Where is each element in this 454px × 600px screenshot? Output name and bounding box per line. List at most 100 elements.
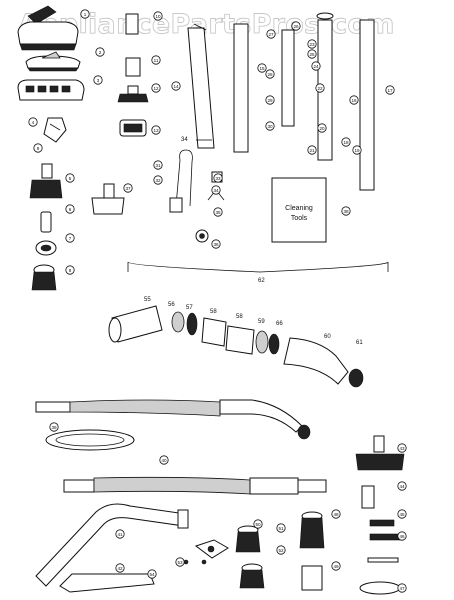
callout-bubble xyxy=(265,95,275,105)
callout-35: 35 xyxy=(213,207,223,217)
floor-tool xyxy=(25,51,81,72)
callout-number: 6 xyxy=(69,207,72,212)
callout-number: 40 xyxy=(161,458,167,463)
callout-bubble xyxy=(211,185,221,195)
callout-41: 41 xyxy=(115,529,125,539)
callout-number: 25 xyxy=(309,52,315,57)
callout-bubble xyxy=(352,145,362,155)
clip-set xyxy=(195,171,225,243)
callout-bubble xyxy=(331,561,341,571)
callout-bubble xyxy=(151,83,161,93)
callout-34: 34 xyxy=(211,185,221,195)
callout-number: 50 xyxy=(255,522,261,527)
callout-number: 30 xyxy=(267,124,273,129)
callout-number: 41 xyxy=(117,532,123,537)
bag-label-line2: Tools xyxy=(291,215,308,222)
callout-44: 44 xyxy=(397,481,407,491)
callout-bubble xyxy=(115,563,125,573)
callout-bubble xyxy=(253,519,263,529)
dust-brush xyxy=(29,163,63,199)
callout-number: 51 xyxy=(278,526,284,531)
brush-strip xyxy=(17,79,85,101)
callout-bubble xyxy=(151,125,161,135)
callout-bubble xyxy=(153,175,163,185)
wand-segment-29 xyxy=(281,29,295,127)
round-brush xyxy=(31,264,57,291)
right-column-brushes xyxy=(299,435,405,595)
callout-53: 53 xyxy=(175,557,185,567)
callout-bubble xyxy=(65,233,75,243)
callout-number: 18 xyxy=(343,140,349,145)
callout-bubble xyxy=(175,557,185,567)
hose-part-labels: 55 56 57 58 58 59 66 60 61 xyxy=(144,297,363,346)
callout-bubble xyxy=(159,455,169,465)
callout-18: 18 xyxy=(341,137,351,147)
crevice-tool-41 xyxy=(59,573,155,593)
hose-label-56: 56 xyxy=(168,302,175,308)
callout-number: 34 xyxy=(213,188,219,193)
callout-bubble xyxy=(65,204,75,214)
callout-number: 10 xyxy=(155,14,161,19)
callout-10: 10 xyxy=(153,11,163,21)
callout-21: 21 xyxy=(307,145,317,155)
callout-number: 5 xyxy=(69,176,72,181)
flexible-hose-39 xyxy=(63,476,327,495)
callout-26: 26 xyxy=(291,21,301,31)
callout-42: 42 xyxy=(115,563,125,573)
callout-51: 51 xyxy=(276,523,286,533)
callout-9: 9 xyxy=(33,143,43,153)
callout-bubble xyxy=(265,121,275,131)
callout-bubble xyxy=(311,61,321,71)
callout-4: 4 xyxy=(28,117,38,127)
callout-11: 11 xyxy=(151,55,161,65)
callout-number: 31 xyxy=(155,163,161,168)
callout-number: 42 xyxy=(117,566,123,571)
hose-label-66: 66 xyxy=(276,321,283,327)
callout-bubble xyxy=(65,265,75,275)
callout-number: 52 xyxy=(278,548,284,553)
callout-24: 24 xyxy=(311,61,321,71)
callout-36: 36 xyxy=(211,239,221,249)
callout-37: 37 xyxy=(123,183,133,193)
callout-bubble xyxy=(93,75,103,85)
callout-number: 23 xyxy=(309,42,315,47)
callout-27: 27 xyxy=(266,29,276,39)
callout-number: 39 xyxy=(51,425,57,430)
callout-19: 19 xyxy=(352,145,362,155)
callout-number: 14 xyxy=(173,84,179,89)
callout-22: 22 xyxy=(315,83,325,93)
callout-33: 33 xyxy=(213,173,223,183)
callout-number: 19 xyxy=(354,148,360,153)
assembly-label: 62 xyxy=(258,278,265,284)
callout-bubble xyxy=(153,160,163,170)
callout-8: 8 xyxy=(65,265,75,275)
callout-48: 48 xyxy=(331,509,341,519)
callout-32: 32 xyxy=(153,175,163,185)
curved-wand-40 xyxy=(35,503,189,587)
callout-bubble xyxy=(341,137,351,147)
callout-bubble xyxy=(123,183,133,193)
callout-bubble xyxy=(211,239,221,249)
callout-bubble xyxy=(385,85,395,95)
callout-number: 26 xyxy=(293,24,299,29)
wand-label: 34 xyxy=(181,137,188,143)
callout-number: 8 xyxy=(69,268,72,273)
callout-number: 43 xyxy=(399,446,405,451)
callout-54: 54 xyxy=(147,569,157,579)
callout-number: 21 xyxy=(309,148,315,153)
callout-43: 43 xyxy=(397,443,407,453)
callout-number: 46 xyxy=(399,534,405,539)
shoulder-strap xyxy=(169,149,193,213)
adapter-tube xyxy=(40,211,52,233)
callout-number: 33 xyxy=(215,176,221,181)
assembly-bracket xyxy=(127,261,389,273)
callout-5: 5 xyxy=(65,173,75,183)
callout-number: 15 xyxy=(259,66,265,71)
callout-20: 20 xyxy=(317,123,327,133)
callout-number: 49 xyxy=(333,564,339,569)
callout-group: 1234567891011121314151617181920212223242… xyxy=(28,9,407,593)
callout-16: 16 xyxy=(349,95,359,105)
callout-number: 54 xyxy=(149,572,155,577)
callout-14: 14 xyxy=(171,81,181,91)
